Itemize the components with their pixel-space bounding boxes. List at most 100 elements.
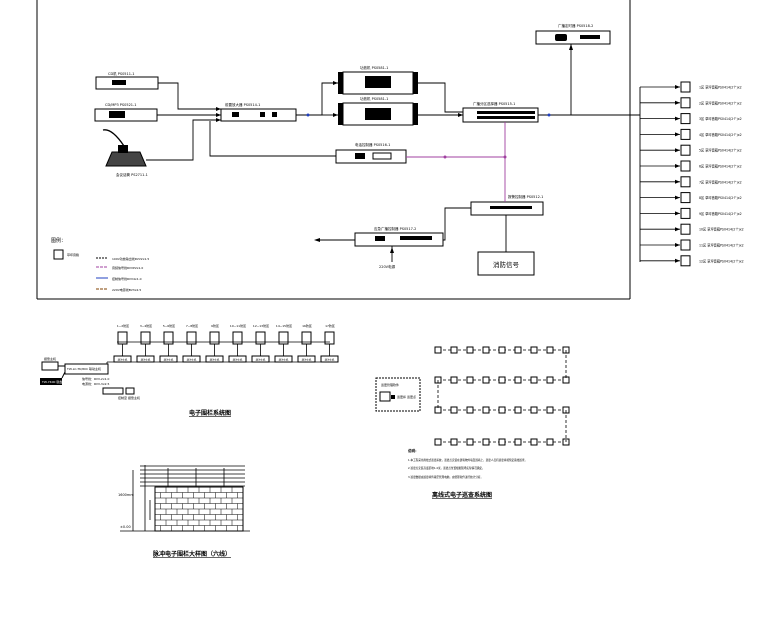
speaker-icon (680, 239, 691, 251)
patrol-point-icon (450, 406, 458, 414)
patrol-point-icon (530, 376, 538, 384)
legend-item-4: 220V电源线BV3x2.5 (112, 287, 141, 292)
legend-item-1: 100V功放输出线RVV2x1.5 (112, 256, 149, 261)
zone-arrow (675, 132, 680, 137)
arrow-heads (216, 44, 573, 253)
patrol-point-icon (466, 406, 474, 414)
fence-pulse-host-label: 脉冲主机 (141, 358, 151, 362)
broadcast-system-diagram: CD机 PS0511-1 CD/MP3 PS0521-1 会议话筒 PS2711… (36, 0, 744, 300)
zone-label: 6区 草坪音箱PS0414(2个)x2 (699, 164, 742, 169)
fence-detail-drawing: 1600mm ±0.00 脉冲电子围栏大样图（六线） (118, 465, 250, 558)
amp2-label: 功放机 PS0581-1 (360, 96, 388, 101)
cd-player-label: CD机 PS0511-1 (108, 71, 134, 76)
zone-arrow (675, 100, 680, 105)
legend-item-3: 控制信号线RVV4x1.0 (112, 276, 142, 281)
zone-label: 8区 草坪音箱PS0414(2个)x2 (699, 195, 742, 200)
zone-label: 10区 草坪音箱PS0414(2个)x2 (699, 227, 744, 232)
fence-pulse-host-label: 脉冲主机 (187, 358, 197, 362)
patrol-point-icon (530, 346, 538, 354)
fence-pulse-host-label: 脉冲主机 (210, 358, 220, 362)
fire-signal-label: 消防信号 (493, 260, 520, 269)
phone-controller-device: 电话控制器 PS0516-1 (335, 142, 407, 164)
zone-arrow (675, 258, 680, 263)
zone-item: 11区 草坪音箱PS0414(2个)x2 (640, 239, 744, 251)
microphone-device: 会议话筒 PS2711-1 (102, 129, 148, 177)
patrol-point-icon (514, 346, 522, 354)
fence-zone-label: 7~8防区 (186, 323, 198, 328)
patrol-point-icon (482, 346, 490, 354)
speaker-icon (680, 81, 691, 93)
legend: 图例： 草坪音箱 100V功放输出线RVV2x1.5 音频信号线RVVP2x1.… (51, 237, 149, 292)
fence-detail-title: 脉冲电子围栏大样图（六线） (152, 550, 231, 558)
zone-item: 9区 草坪音箱PS0414(2个)x2 (640, 207, 742, 219)
speaker-icon (680, 207, 691, 219)
fence-pulse-host-label: 脉冲主机 (279, 358, 289, 362)
zone-label: 9区 草坪音箱PS0414(2个)x2 (699, 211, 742, 216)
patrol-manager-box: 巡更管理软件 巡更棒 巡更点 (375, 377, 421, 412)
patrol-point-icon (498, 376, 506, 384)
zone-item: 2区 草坪音箱PS0414(2个)x2 (640, 97, 742, 109)
patrol-point-icon (546, 346, 554, 354)
fence-zone-label: 3~4防区 (140, 323, 152, 328)
fence-cable-1: 信号线：RVV-2x1.0 (82, 376, 109, 381)
speaker-icon (680, 113, 691, 125)
patrol-note-3: 3.巡更数据由巡更棒传输至管理电脑，由管理软件进行统计分析。 (408, 475, 483, 479)
zone-item: 6区 草坪音箱PS0414(2个)x2 (640, 160, 742, 172)
patrol-point-icon (546, 438, 554, 446)
fence-note: 控制室 报警主机 (118, 395, 140, 400)
fence-pulse-host-label: 脉冲主机 (256, 358, 266, 362)
patrol-manager-label: 巡更管理软件 (381, 382, 399, 387)
legend-title: 图例： (51, 237, 66, 244)
zone-label: 5区 草坪音箱PS0414(2个)x2 (699, 148, 742, 153)
speaker-icon (680, 97, 691, 109)
speaker-icon (680, 176, 691, 188)
fence-host-label: TW-LC-TK/80C 联动主机 (66, 366, 101, 371)
patrol-note-2: 2.巡更点安装高度距地1.4米，巡更点位置根据现场实际情况确定。 (408, 466, 485, 470)
zone-arrow (675, 211, 680, 216)
timer-device: 广播定时器 PS0518-2 (535, 23, 611, 45)
power-220-label: 220V电源 (379, 264, 396, 269)
zone-item: 8区 草坪音箱PS0414(2个)x2 (640, 192, 742, 204)
patrol-point-icon (498, 438, 506, 446)
patrol-point-icon (546, 406, 554, 414)
speaker-icon (680, 160, 691, 172)
fence-keyboard-label: TW-7400 键盘 (41, 379, 62, 384)
fence-zone-list: 1~2防区脉冲主机3~4防区脉冲主机5~6防区脉冲主机7~8防区脉冲主机9防区脉… (113, 323, 339, 363)
patrol-point-grid (434, 346, 570, 446)
zone-item: 10区 草坪音箱PS0414(2个)x2 (640, 223, 744, 235)
zone-item: 1区 草坪音箱PS0414(2个)x2 (640, 81, 742, 93)
zone-arrow (675, 243, 680, 247)
fence-title: 电子围栏系统图 (189, 409, 231, 417)
patrol-point-icon (434, 438, 442, 446)
patrol-point-icon (482, 406, 490, 414)
fence-zone-label: 16防区 (302, 323, 312, 328)
emergency-ctrl-label: 应急广播控制器 PS0517-2 (374, 226, 416, 231)
fence-host: TW-LC-TK/80C 联动主机 报警主机 TW-7400 键盘 信号线：RV… (40, 356, 140, 400)
preamp-device: 前置放大器 PS0514-1 (220, 102, 297, 122)
patrol-point-icon (514, 438, 522, 446)
fence-zone-label: 12~13防区 (253, 323, 269, 328)
fence-pulse-host-label: 脉冲主机 (325, 358, 335, 362)
fence-host-sub: 报警主机 (44, 356, 56, 361)
zone-selector-label: 广播分区选择器 PS0515-1 (473, 101, 515, 106)
zone-label: 3区 草坪音箱PS0414(2个)x2 (699, 116, 742, 121)
amp1-label: 功放机 PS0581-1 (360, 65, 388, 70)
emergency-controller-device: 应急广播控制器 PS0517-2 (354, 226, 444, 247)
speaker-icon (680, 144, 691, 156)
zone-speaker-list: 1区 草坪音箱PS0414(2个)x2 2区 草坪音箱PS0414(2个)x2 3区… (640, 81, 744, 267)
alarm-ctrl-label: 报警控制器 PS0512-1 (508, 194, 543, 199)
fence-ground-label: ±0.00 (120, 525, 131, 529)
zone-arrow (675, 164, 680, 168)
speaker-icon (680, 255, 691, 267)
fence-zone-label: 5~6防区 (163, 323, 175, 328)
cd-player-device: CD机 PS0511-1 (95, 71, 159, 90)
zone-item: 4区 草坪音箱PS0414(2个)x2 (640, 128, 742, 140)
fence-pulse-host-label: 脉冲主机 (118, 358, 128, 362)
